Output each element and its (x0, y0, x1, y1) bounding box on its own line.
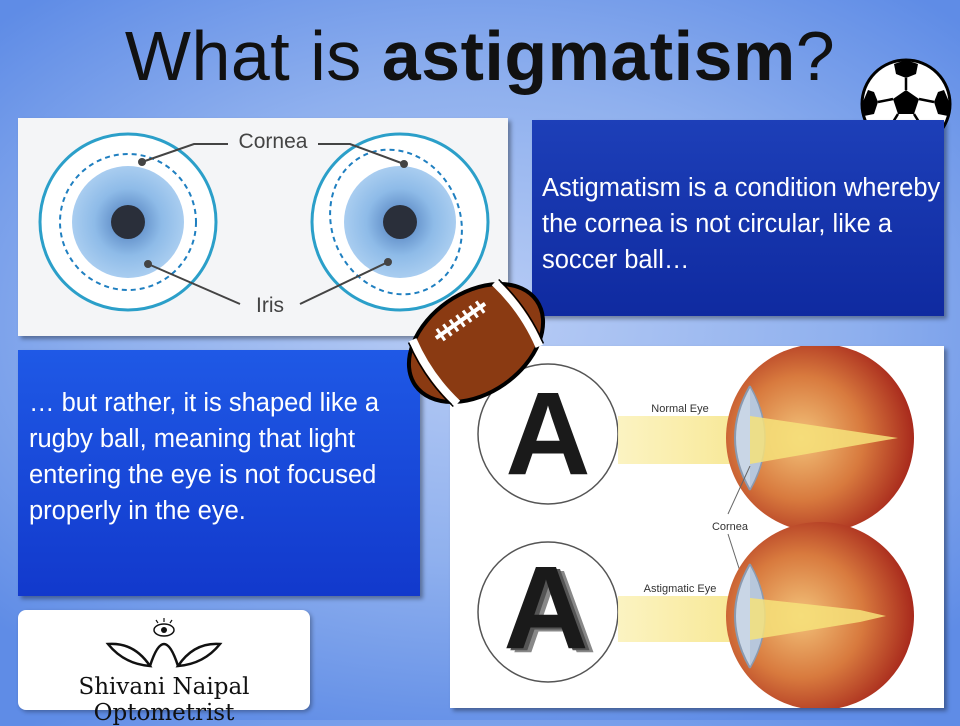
description-panel-1: Astigmatism is a condition whereby the c… (532, 120, 944, 316)
description-text-2: … but rather, it is shaped like a rugby … (29, 389, 380, 525)
title-prefix: What is (124, 17, 382, 95)
title-suffix: ? (795, 17, 836, 95)
letter-a-astigmatic: A (503, 542, 588, 674)
rugby-ball-icon (406, 278, 546, 408)
astigmatic-eye-row: A A A Astigmatic Eye (477, 522, 914, 710)
letter-a-normal: A (505, 368, 590, 500)
letter-a-blur-1: A (507, 544, 592, 676)
normal-eye-label: Normal Eye (651, 403, 708, 415)
circular-cornea-eye (38, 132, 218, 312)
cornea-iris-diagram: Cornea Iris (18, 118, 508, 336)
iris-label: Iris (256, 294, 284, 317)
cornea-label: Cornea (239, 130, 308, 153)
lotus-eye-logo-icon (105, 618, 223, 668)
normal-eye-row: A Normal Eye (477, 344, 914, 532)
astigmatic-eye-label: Astigmatic Eye (644, 583, 717, 595)
title-bold-word: astigmatism (381, 17, 796, 95)
letter-a-blur-2: A (511, 546, 596, 678)
eye-focus-diagram: A Normal Eye Cornea A A A Astigmatic Eye (450, 344, 944, 710)
page-title: What is astigmatism? (0, 14, 960, 98)
cornea-callout-label: Cornea (712, 521, 749, 533)
description-panel-2: … but rather, it is shaped like a rugby … (18, 350, 420, 596)
description-text-1: Astigmatism is a condition whereby the c… (542, 174, 941, 274)
logo-text: Shivani Naipal Optometrist (78, 674, 250, 726)
optometrist-logo: Shivani Naipal Optometrist (18, 610, 310, 726)
irregular-cornea-eye (310, 132, 490, 312)
